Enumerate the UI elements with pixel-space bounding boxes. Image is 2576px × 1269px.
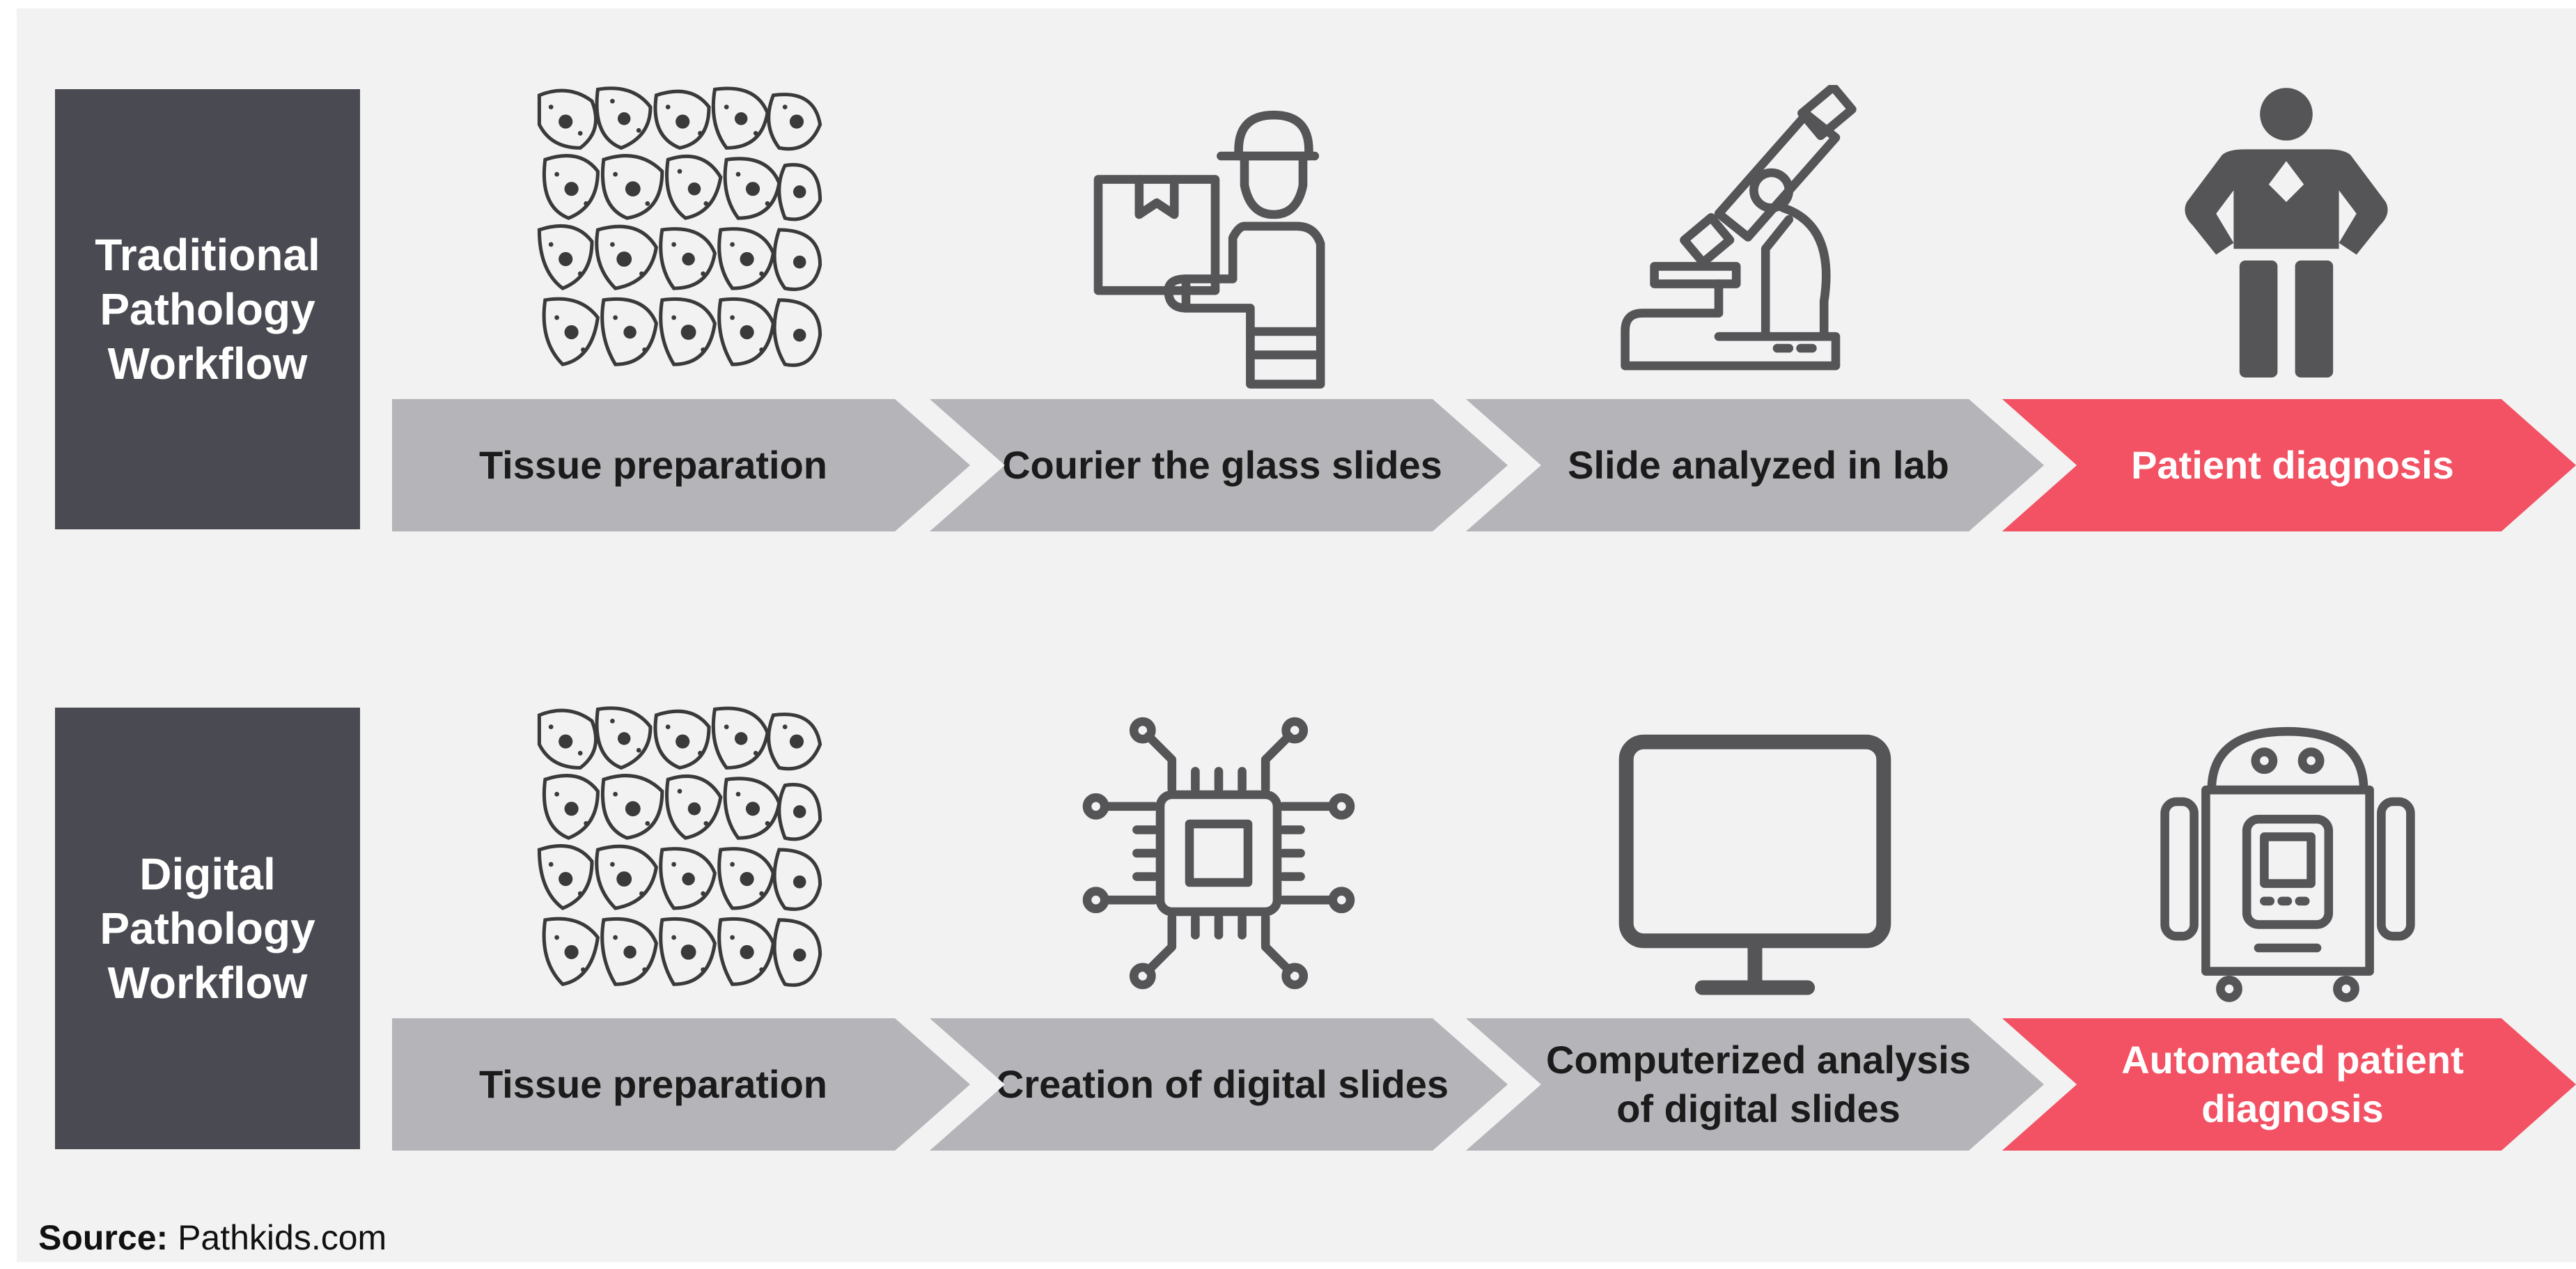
- source-label: Source:: [38, 1218, 169, 1257]
- microscope-icon: [1602, 85, 1894, 377]
- step-creation-of-digital-slides: Creation of digital slides: [930, 1018, 1508, 1151]
- digital-workflow-label: Digital Pathology Workflow: [55, 708, 360, 1149]
- robot-icon: [2141, 714, 2434, 1006]
- step-traditional-tissue-preparation: Tissue preparation: [392, 399, 970, 531]
- step-slide-analyzed-in-lab: Slide analyzed in lab: [1466, 399, 2044, 531]
- step-automated-patient-diagnosis: Automated patient diagnosis: [2002, 1018, 2576, 1151]
- monitor-icon: [1609, 724, 1901, 1017]
- courier-person-icon: [1069, 98, 1361, 390]
- step-patient-diagnosis: Patient diagnosis: [2002, 399, 2576, 531]
- tissue-cells-icon-2: [533, 703, 826, 996]
- doctor-person-icon: [2140, 85, 2433, 377]
- computer-chip-icon: [1072, 707, 1365, 999]
- traditional-workflow-label: Traditional Pathology Workflow: [55, 89, 360, 529]
- source-note: Source: Pathkids.com: [38, 1217, 387, 1258]
- tissue-cells-icon: [533, 84, 826, 376]
- step-digital-tissue-preparation: Tissue preparation: [392, 1018, 970, 1151]
- source-value: Pathkids.com: [178, 1218, 387, 1257]
- step-computerized-analysis: Computerized analysis of digital slides: [1466, 1018, 2044, 1151]
- step-courier-glass-slides: Courier the glass slides: [930, 399, 1508, 531]
